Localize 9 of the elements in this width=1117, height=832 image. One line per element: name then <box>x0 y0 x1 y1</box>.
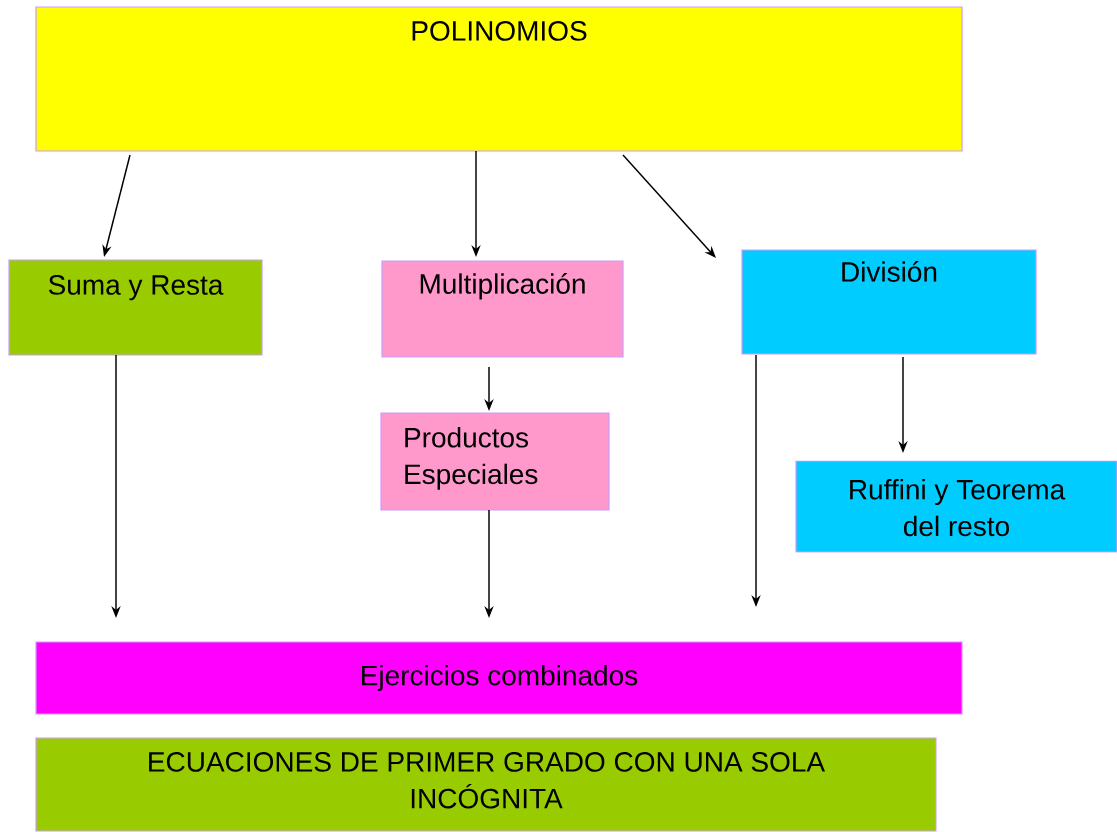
concept-box: Multiplicación <box>381 260 624 358</box>
arrow <box>622 154 716 258</box>
concept-box: POLINOMIOS <box>35 6 963 152</box>
concept-box: Ruffini y Teorema del resto <box>795 460 1117 553</box>
concept-box: Ejercicios combinados <box>35 641 963 715</box>
concept-box: Productos Especiales <box>380 412 610 511</box>
concept-box: ECUACIONES DE PRIMER GRADO CON UNA SOLA INCÓGNITA <box>35 737 937 832</box>
concept-box: Suma y Resta <box>8 259 263 356</box>
concept-box: División <box>741 249 1037 355</box>
